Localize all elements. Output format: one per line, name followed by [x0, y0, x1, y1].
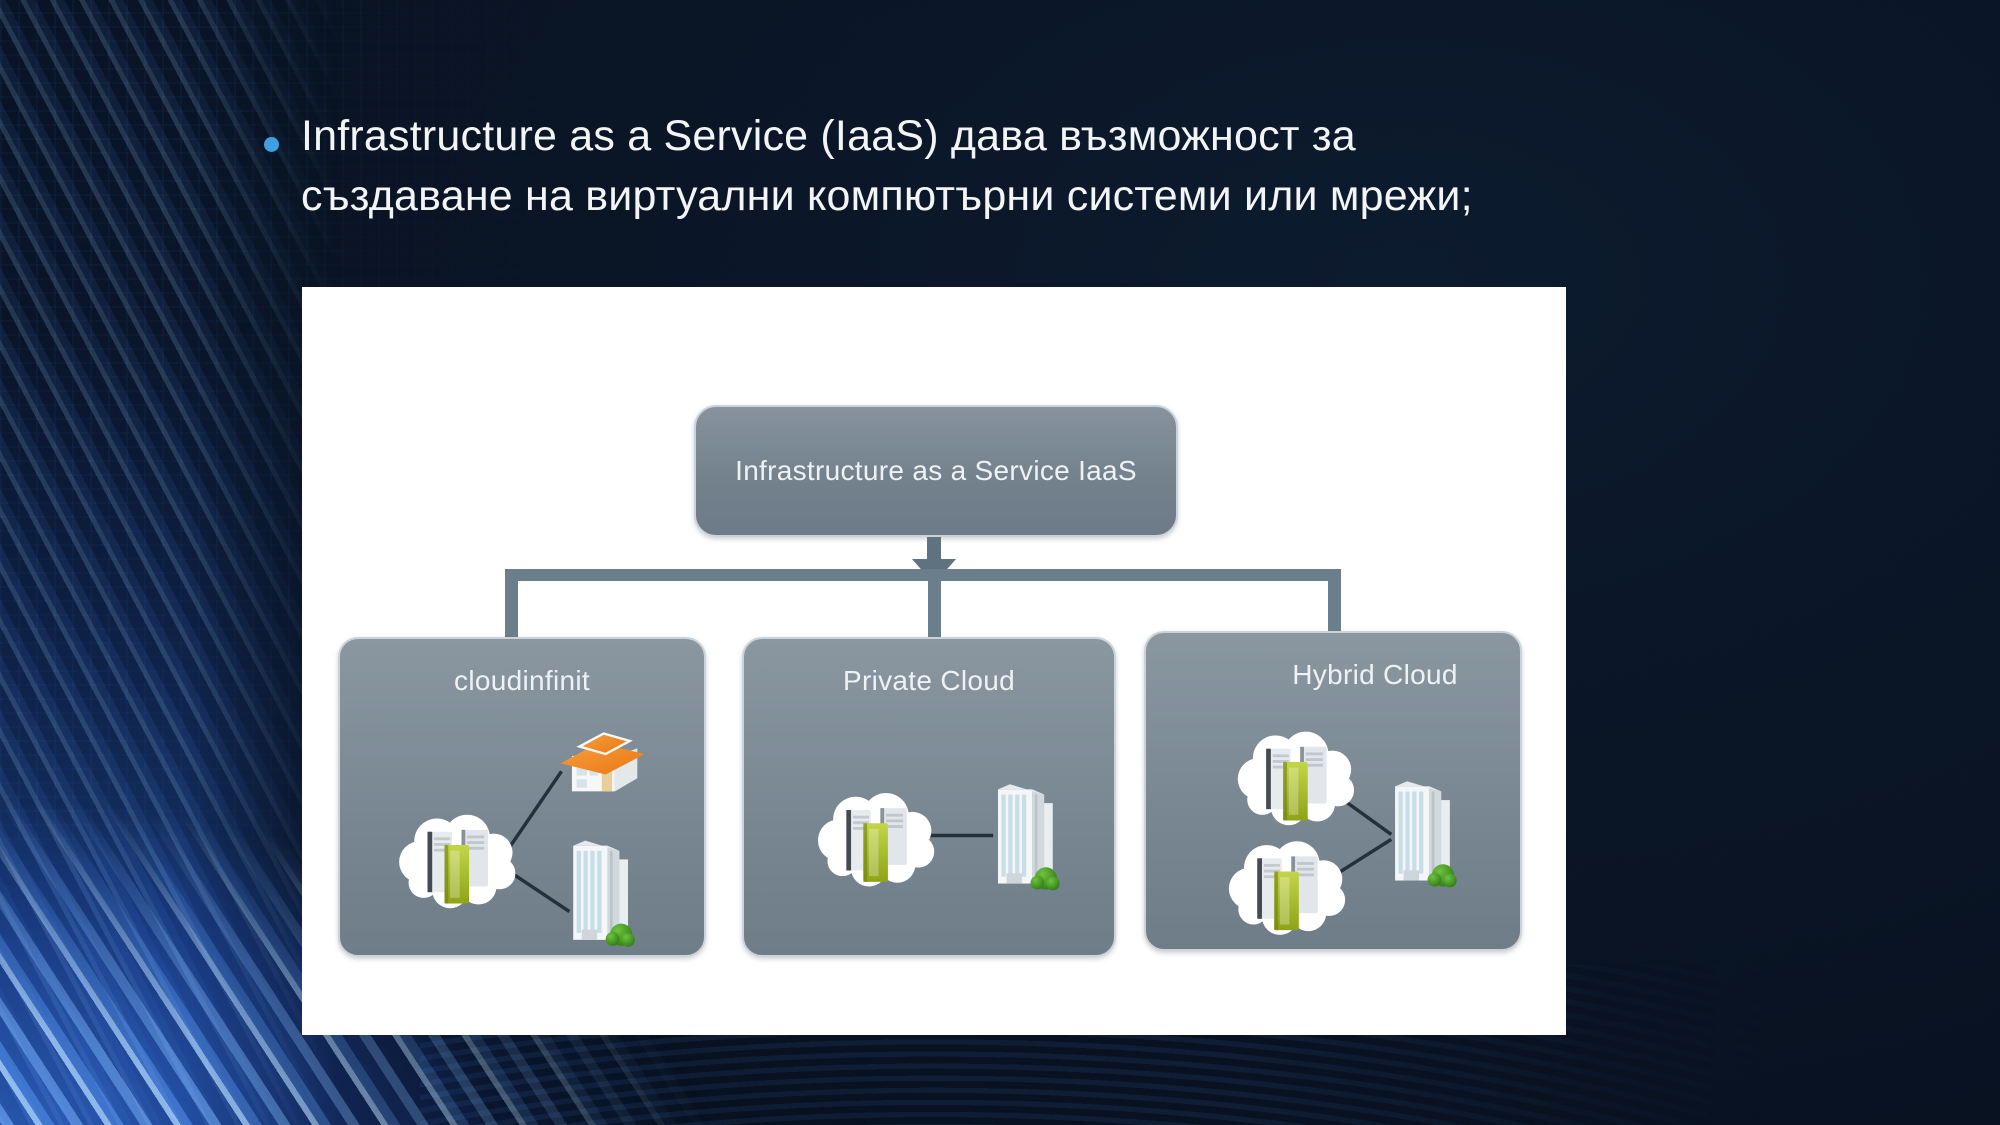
node-label: cloudinfinit	[454, 665, 590, 696]
bullet-marker	[264, 137, 279, 152]
hybrid-cloud-illustration	[1228, 731, 1457, 935]
root-node-label: Infrastructure as a Service IaaS	[735, 455, 1137, 486]
cloud-servers-icon	[1237, 731, 1355, 826]
office-building-icon	[573, 840, 635, 947]
bullet-line-1: Infrastructure as a Service (IaaS) дава …	[301, 112, 1356, 160]
cloudinfinit-illustration	[399, 732, 646, 947]
office-building-icon	[997, 784, 1060, 891]
connector-horizontal-bar	[505, 569, 1341, 581]
down-arrow-shaft	[927, 536, 941, 561]
diagram-node-private-cloud: Private Cloud	[742, 637, 1116, 957]
diagram-node-hybrid-cloud: Hybrid Cloud	[1144, 631, 1522, 951]
diagram-root-node: Infrastructure as a Service IaaS	[694, 405, 1178, 537]
office-building-icon	[1395, 781, 1457, 888]
cloud-servers-icon	[1228, 841, 1346, 935]
node-label: Hybrid Cloud	[1292, 659, 1458, 690]
bullet-text: Infrastructure as a Service (IaaS) дава …	[301, 106, 1473, 226]
node-label: Private Cloud	[843, 665, 1015, 696]
house-icon	[559, 732, 646, 793]
diagram-node-cloudinfinit: cloudinfinit	[338, 637, 706, 957]
bullet-line-2: създаване на виртуални компютърни систем…	[301, 172, 1473, 221]
diagram-panel: Infrastructure as a Service IaaS cloudin…	[302, 287, 1566, 1035]
private-cloud-illustration	[817, 784, 1060, 891]
down-arrow-icon	[912, 559, 956, 584]
cloud-servers-icon	[817, 792, 935, 887]
cloud-servers-icon	[399, 814, 516, 909]
